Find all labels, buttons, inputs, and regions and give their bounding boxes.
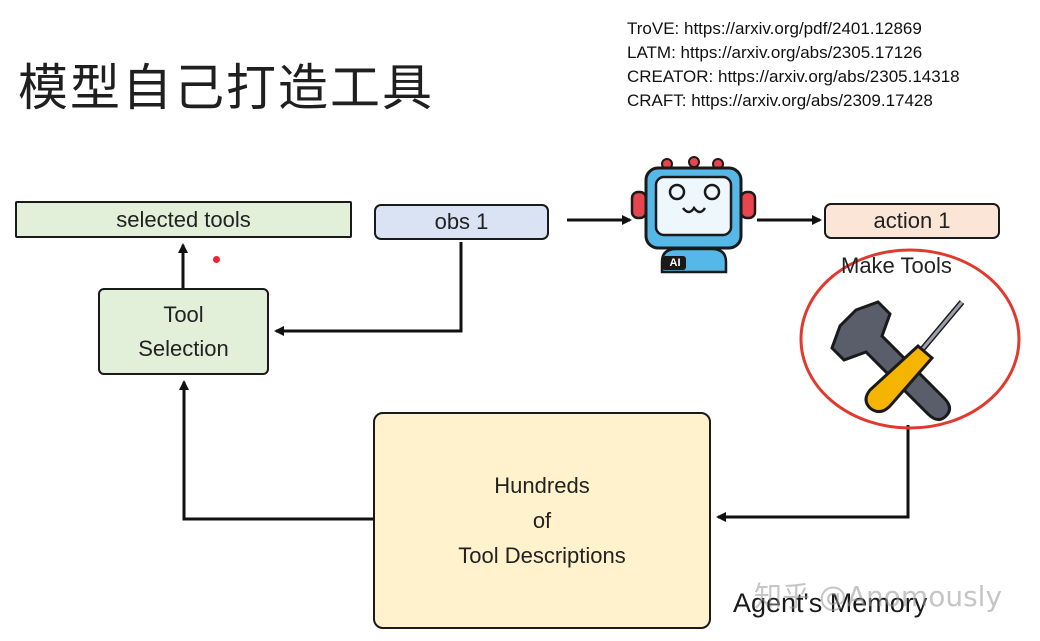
agent-memory-label: Agent's Memory: [733, 588, 928, 618]
wrench-screwdriver-icon: [830, 300, 965, 421]
cursor-dot: [213, 256, 220, 263]
watermark: 知乎 @Anomously: [754, 580, 1003, 613]
tool-selection-box: Tool Selection: [98, 288, 269, 375]
arrow-make-tools-to-descriptions: [716, 425, 910, 522]
robot-agent-icon: [630, 156, 757, 274]
slide-title: 模型自己打造工具: [18, 59, 434, 117]
references-list: TroVE: https://arxiv.org/pdf/2401.12869 …: [627, 17, 960, 113]
tool-selection-line-2: Selection: [138, 335, 229, 361]
selected-tools-box: selected tools: [15, 201, 352, 238]
robot-ai-badge: AI: [669, 257, 681, 269]
tool-descriptions-line-3: Tool Descriptions: [458, 543, 626, 568]
make-tools-label: Make Tools: [841, 253, 952, 278]
arrow-obs-to-tool-selection: [274, 242, 463, 336]
observation-box: obs 1: [374, 204, 549, 240]
reference-trove: TroVE: https://arxiv.org/pdf/2401.12869: [627, 19, 922, 38]
action-box: action 1: [824, 203, 1000, 239]
reference-craft: CRAFT: https://arxiv.org/abs/2309.17428: [627, 91, 933, 110]
reference-creator: CREATOR: https://arxiv.org/abs/2305.1431…: [627, 67, 960, 86]
reference-latm: LATM: https://arxiv.org/abs/2305.17126: [627, 43, 923, 62]
tool-descriptions-line-2: of: [532, 508, 552, 533]
tool-descriptions-box: Hundreds of Tool Descriptions: [373, 412, 711, 629]
arrow-descriptions-to-tool-selection: [179, 380, 373, 521]
make-tools-highlight-circle: [799, 248, 1021, 430]
tool-selection-line-1: Tool: [163, 301, 204, 327]
tool-descriptions-line-1: Hundreds: [494, 473, 590, 498]
